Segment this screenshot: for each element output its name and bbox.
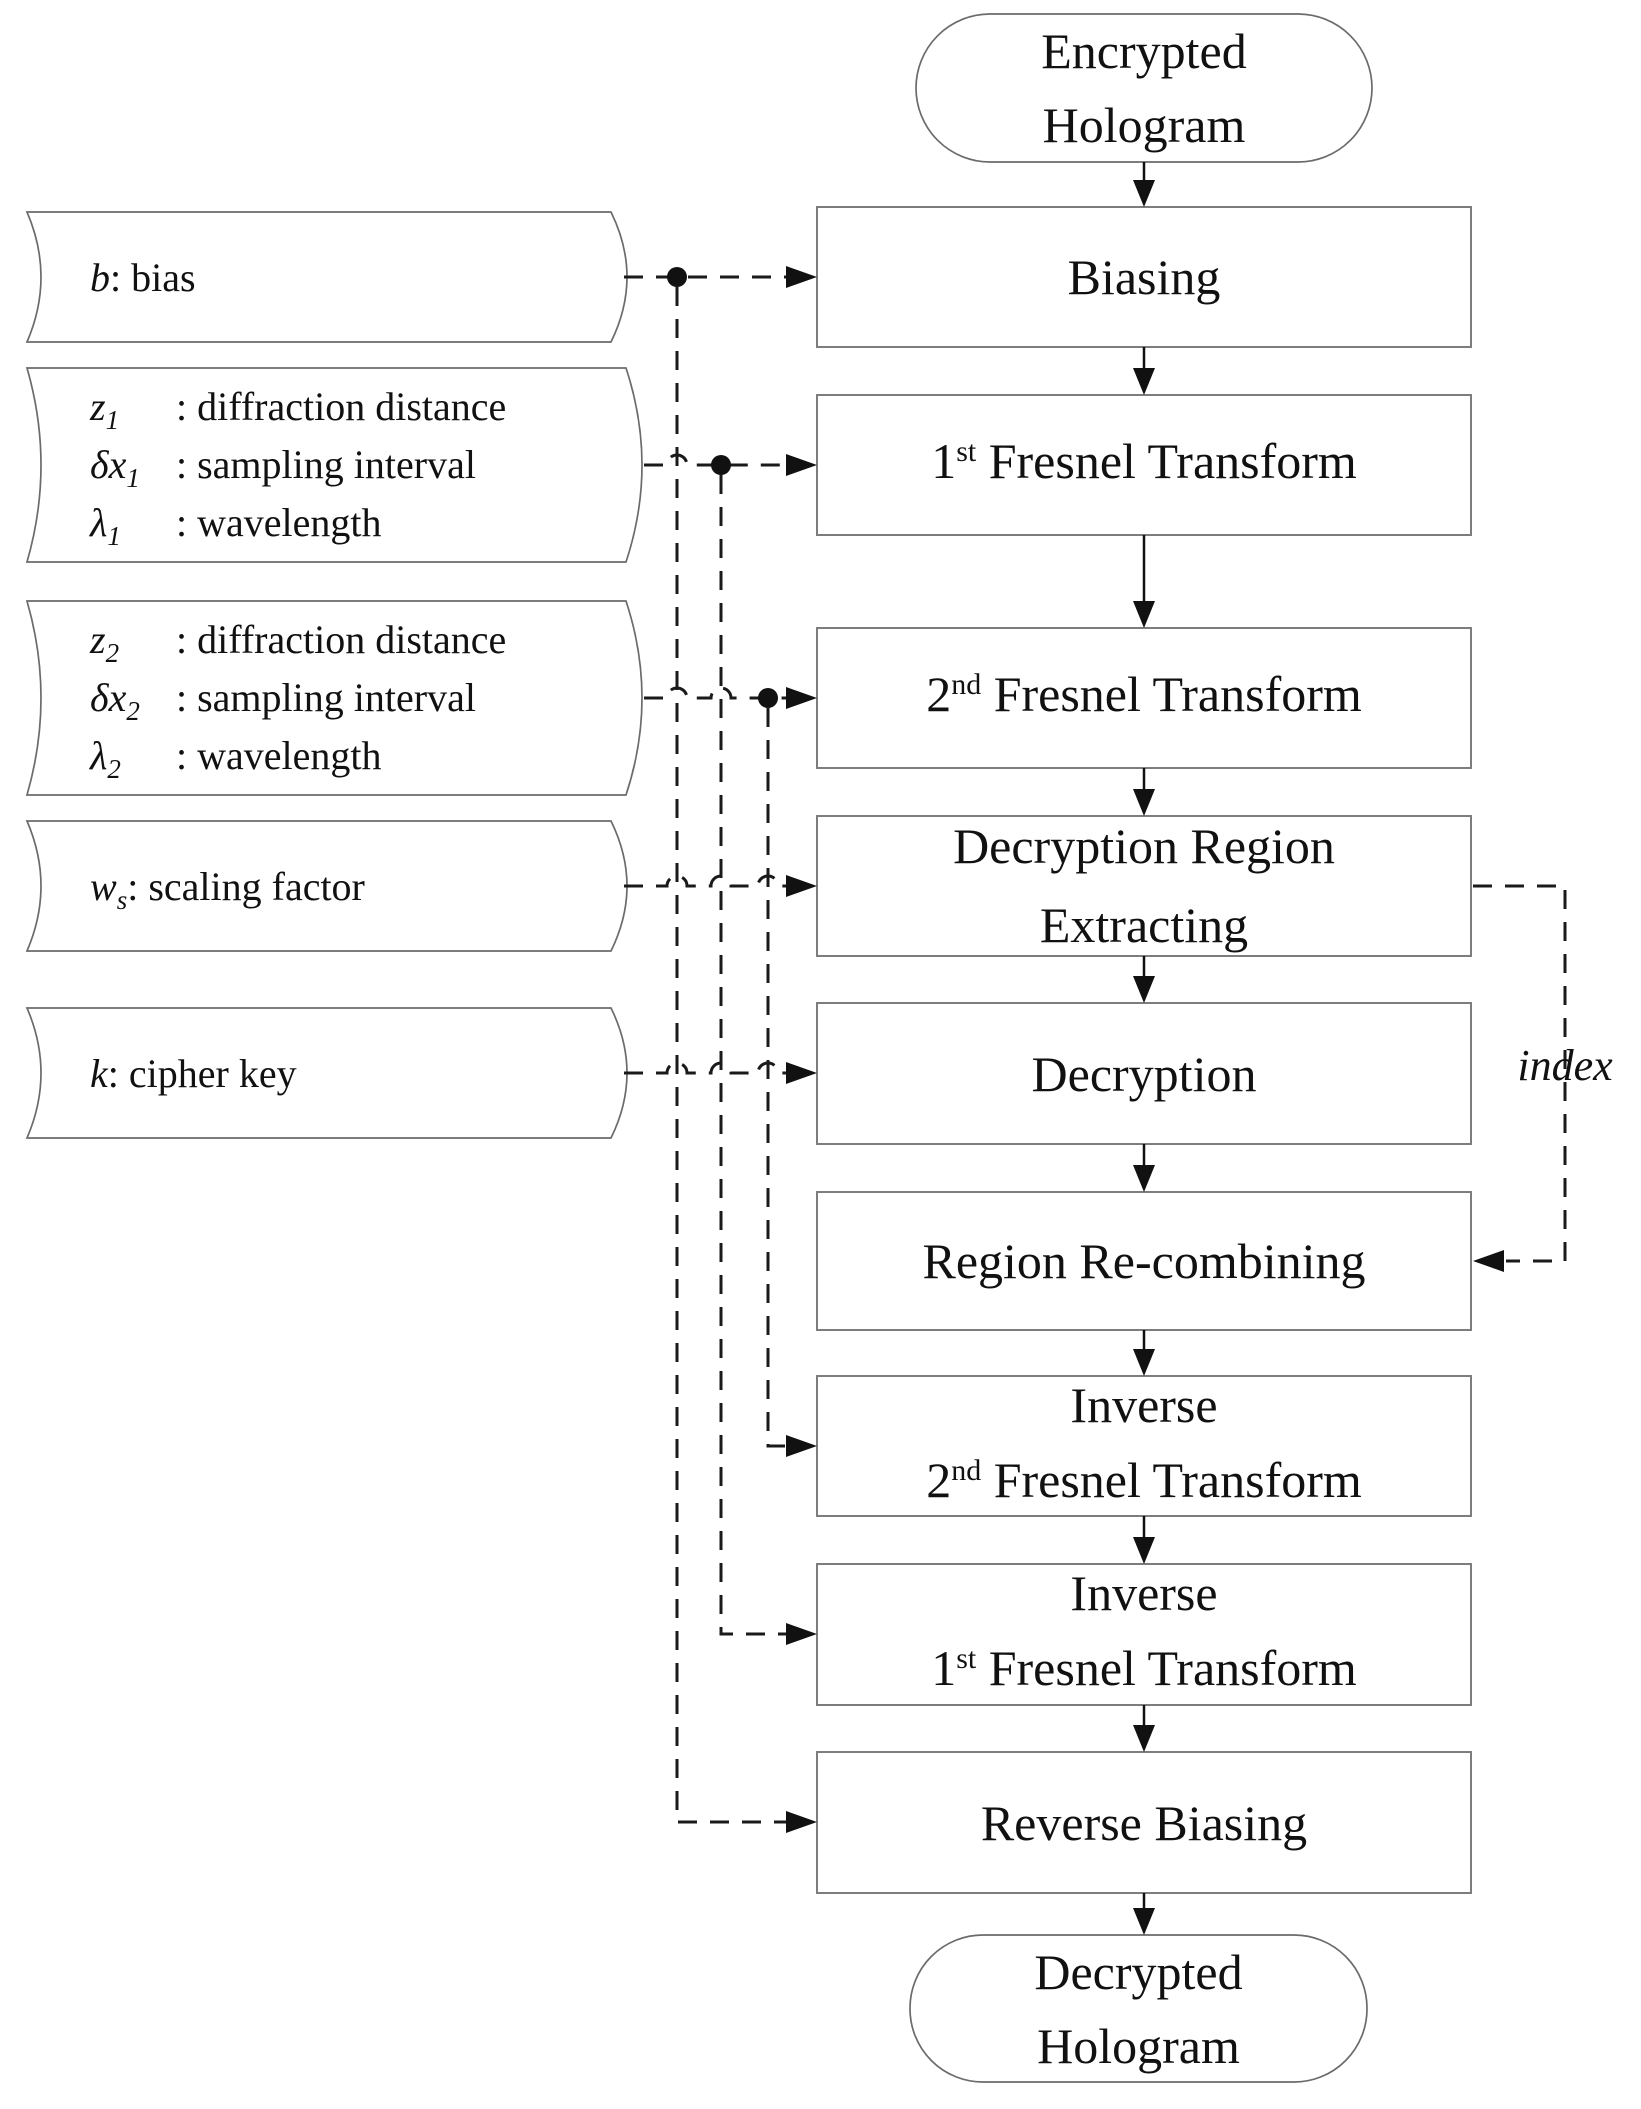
node-inverse1: Inverse 1st Fresnel Transform: [817, 1564, 1471, 1705]
junction-dot-group1: [711, 455, 731, 475]
shape-param-scaling: [25, 820, 628, 952]
box-decryption-outline: [816, 1002, 1472, 1145]
node-fresnel2-label: 2nd Fresnel Transform: [926, 666, 1362, 722]
box-inverse2-outline: [816, 1375, 1472, 1517]
node-fresnel1-label: 1st Fresnel Transform: [931, 433, 1357, 489]
terminal-decrypted-line1: Decrypted: [1034, 1943, 1243, 2000]
param-cipher-key: k : cipher key: [90, 1051, 297, 1096]
shape-param-group1: [25, 367, 643, 563]
wire-index-loop: [1473, 884, 1567, 1263]
param-lambda2: λ2: wavelength: [90, 733, 382, 784]
node-region-extracting-line2: Extracting: [1039, 897, 1249, 953]
terminal-decrypted-outline: [909, 1934, 1368, 2083]
box-inverse1-outline: [816, 1563, 1472, 1706]
node-reverse-biasing: Reverse Biasing: [817, 1752, 1471, 1893]
box-fresnel2-outline: [816, 627, 1472, 769]
shape-param-bias: [25, 211, 628, 343]
process-box-outlines: [816, 206, 1472, 1894]
inverse1-ordinal: st: [956, 1642, 977, 1675]
param-dx1: δx1: sampling interval: [90, 442, 476, 493]
param-z1: z1: diffraction distance: [90, 384, 507, 435]
param-bias-desc: : bias: [110, 255, 196, 300]
main-flow-arrowheads: [1133, 180, 1155, 1935]
parameter-wires: [624, 275, 1567, 1824]
shape-param-group2: [25, 600, 643, 796]
param-scaling-factor: ws : scaling factor: [90, 864, 365, 915]
fresnel2-ordinal: nd: [951, 668, 982, 701]
node-inverse2: Inverse 2nd Fresnel Transform: [817, 1376, 1471, 1516]
param-dx2: δx2: sampling interval: [90, 675, 476, 726]
wire-group2-trunk: [766, 708, 789, 1448]
wire-cipher-row: [624, 1061, 789, 1075]
node-recombining: Region Re-combining: [817, 1192, 1471, 1330]
junction-dot-bias: [667, 267, 687, 287]
param-z2: z2: diffraction distance: [90, 617, 507, 668]
wire-scaling-row: [624, 874, 789, 888]
wire-bias-trunk: [675, 287, 789, 1824]
terminal-decrypted-hologram: Decrypted Hologram: [910, 1935, 1367, 2082]
node-inverse1-line2: 1st Fresnel Transform: [931, 1640, 1357, 1696]
node-decryption: Decryption: [817, 1003, 1471, 1144]
junction-dots: [667, 267, 778, 708]
node-inverse1-line1: Inverse: [1070, 1565, 1218, 1621]
wire-group2-row: [644, 686, 789, 700]
shape-param-cipher: [25, 1007, 628, 1139]
node-fresnel1: 1st Fresnel Transform: [817, 395, 1471, 535]
node-decryption-label: Decryption: [1031, 1045, 1257, 1102]
fresnel1-ordinal: st: [956, 435, 977, 468]
terminal-decrypted-line2: Hologram: [1037, 2017, 1240, 2074]
inverse2-ordinal: nd: [951, 1453, 982, 1487]
param-bias: b : bias: [90, 251, 196, 305]
terminal-encrypted-line1: Encrypted: [1041, 23, 1247, 79]
box-recombining-outline: [816, 1191, 1472, 1331]
param-bias-symbol: b: [90, 255, 110, 300]
index-annotation: index: [1517, 1041, 1613, 1090]
node-region-extracting: Decryption Region Extracting: [817, 816, 1471, 956]
parameter-arrowheads: [786, 266, 1504, 1833]
param-lambda1: λ1: wavelength: [90, 500, 382, 551]
wire-group1-trunk: [719, 475, 789, 1636]
node-fresnel2: 2nd Fresnel Transform: [817, 628, 1471, 768]
node-recombining-label: Region Re-combining: [922, 1233, 1366, 1289]
node-reverse-biasing-label: Reverse Biasing: [980, 1794, 1308, 1851]
parameter-shapes: [25, 211, 643, 1139]
terminal-encrypted-line2: Hologram: [1042, 97, 1246, 153]
node-inverse2-line2: 2nd Fresnel Transform: [926, 1451, 1362, 1508]
node-biasing: Biasing: [817, 207, 1471, 347]
junction-dot-group2: [758, 688, 778, 708]
node-biasing-label: Biasing: [1067, 249, 1221, 305]
box-fresnel1-outline: [816, 394, 1472, 536]
node-inverse2-line1: Inverse: [1070, 1376, 1218, 1433]
terminal-encrypted-hologram: Encrypted Hologram: [916, 14, 1372, 162]
node-region-extracting-line1: Decryption Region: [953, 818, 1335, 874]
